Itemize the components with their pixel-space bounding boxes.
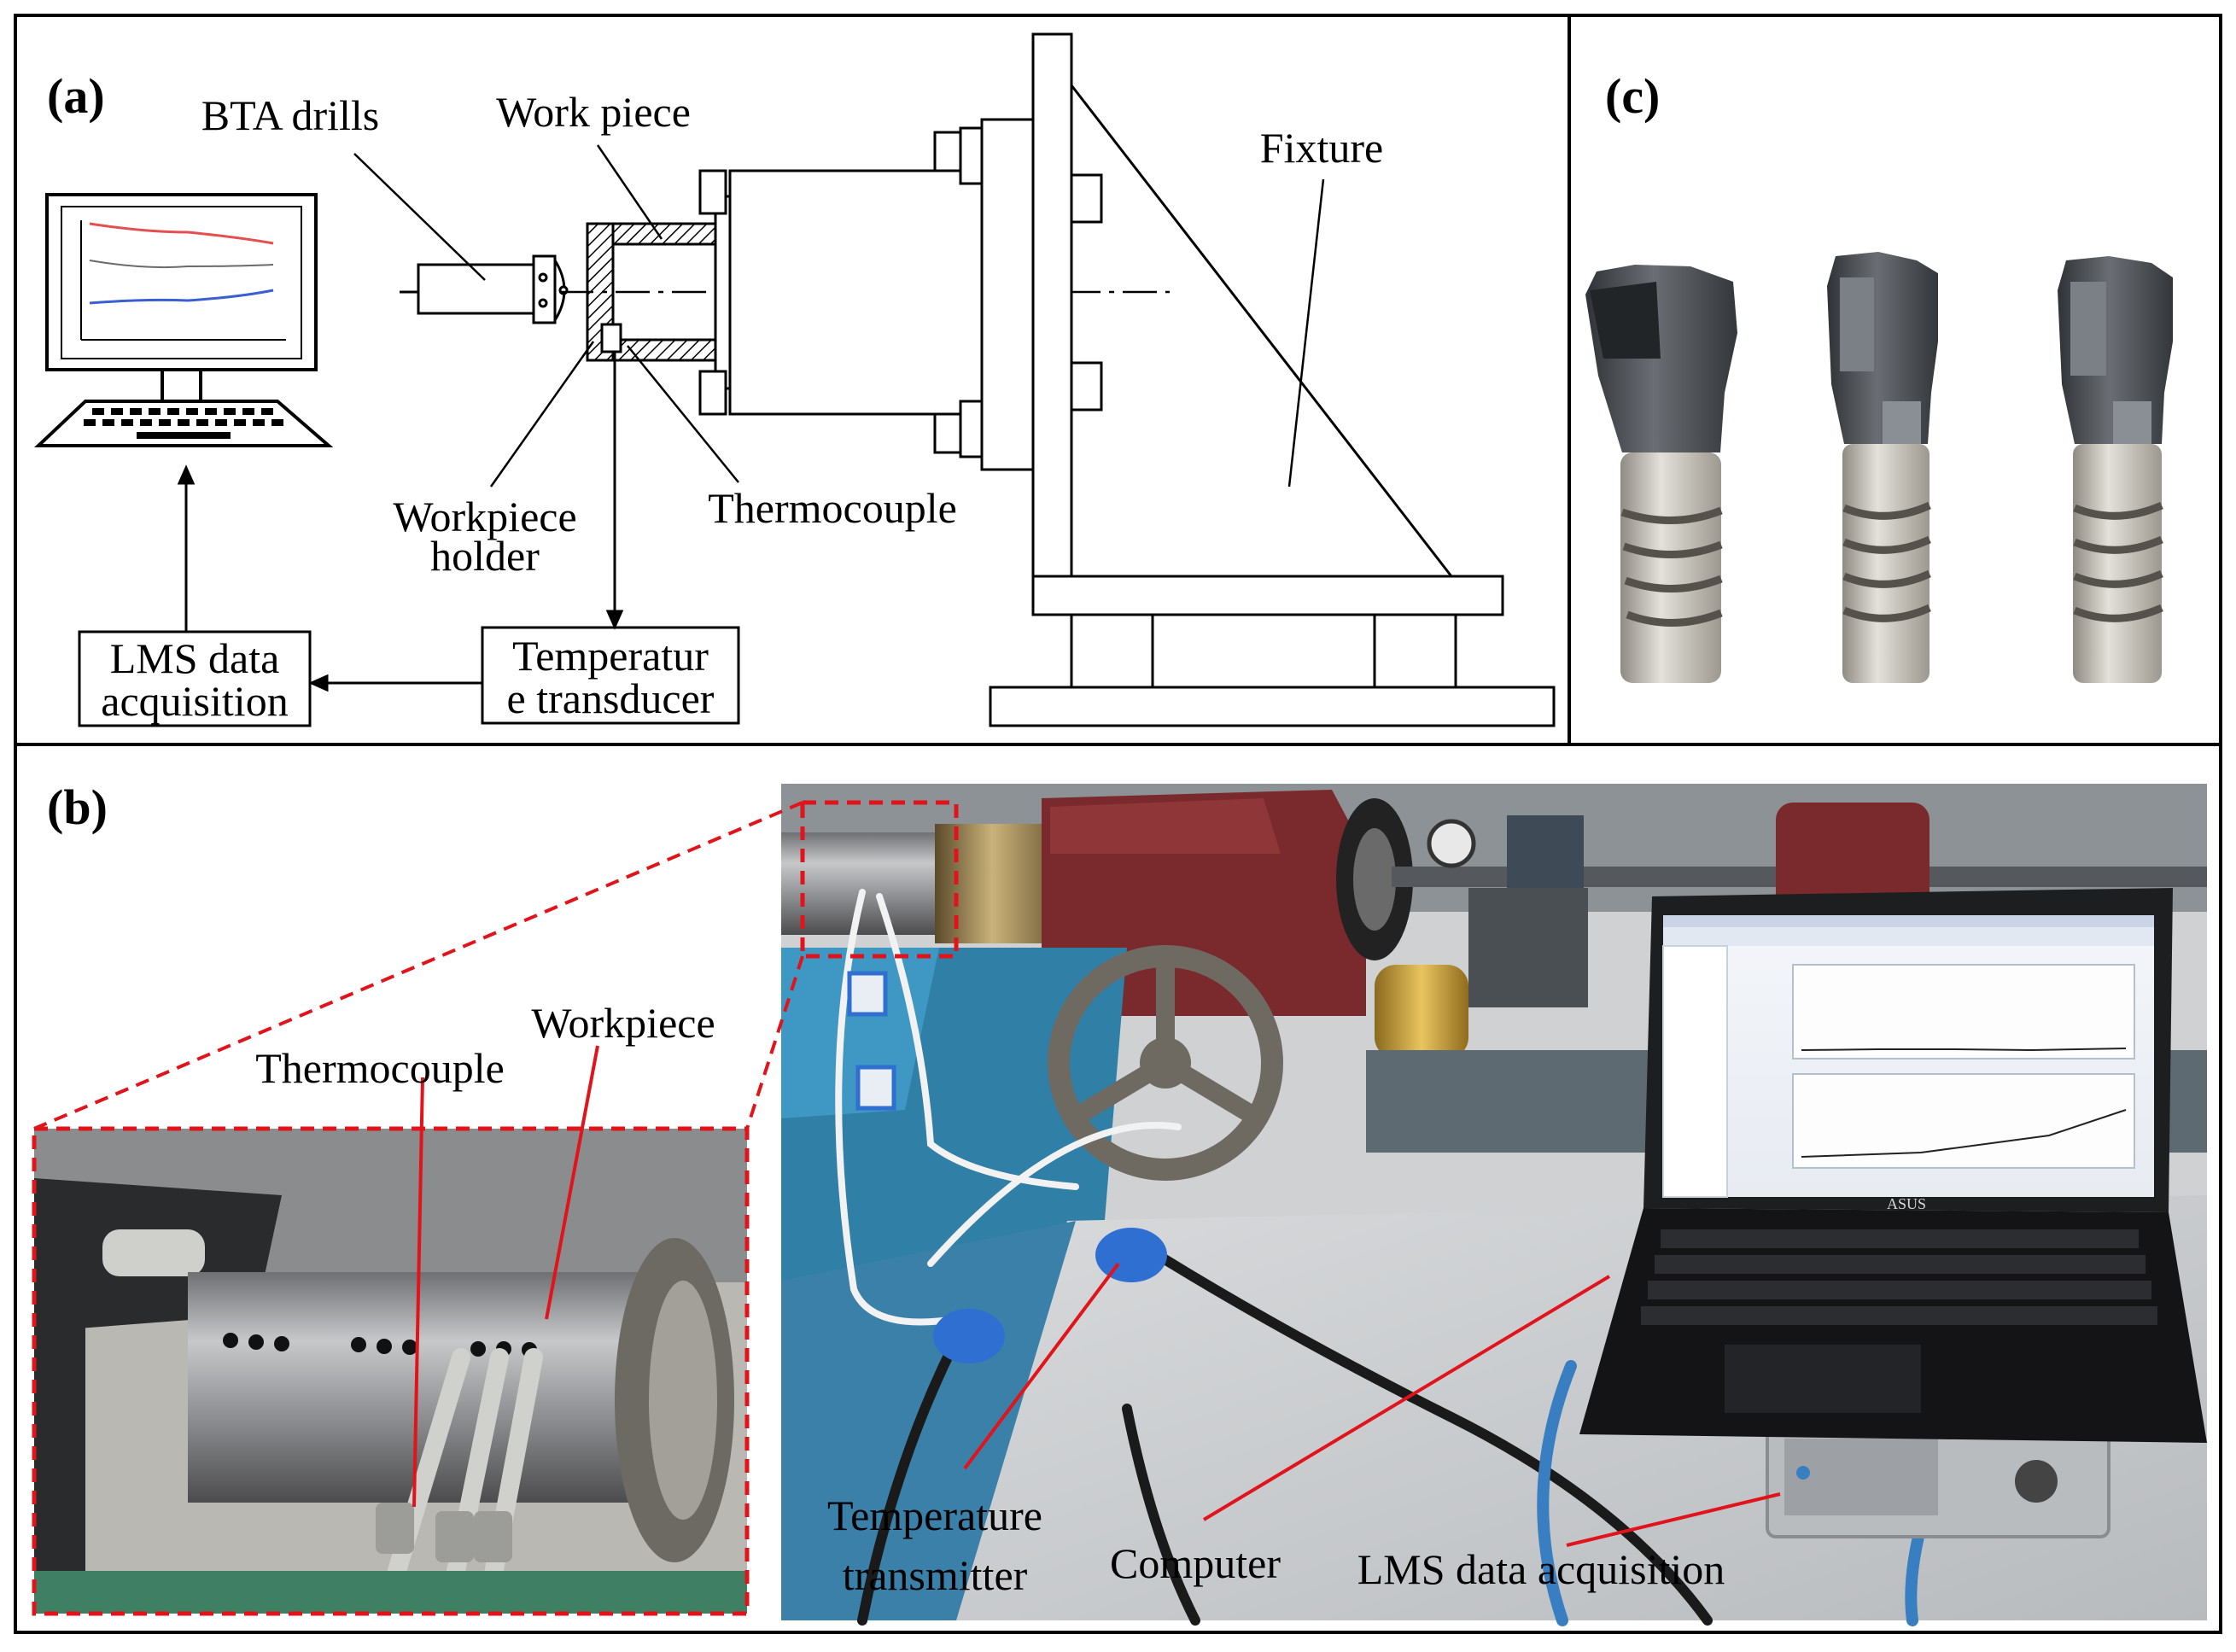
- lms-box-label-1: LMS data: [110, 634, 280, 682]
- laptop-shape: ASUS: [1579, 888, 2207, 1443]
- label-workpiece-holder-1: Workpiece: [393, 493, 576, 540]
- drill-photo-1: [1585, 265, 1737, 683]
- label-workpiece-b: Workpiece: [531, 999, 715, 1047]
- fixture-shape: [989, 32, 1556, 727]
- lms-box-label-2: acquisition: [101, 677, 288, 725]
- computer-monitor-icon: [45, 193, 318, 403]
- inset-photo: [32, 1126, 750, 1616]
- work-piece-shape: [698, 169, 984, 416]
- panel-b: (b): [32, 779, 2207, 1626]
- label-computer: Computer: [1110, 1539, 1281, 1587]
- panel-b-leaders: [412, 1045, 1781, 1547]
- laptop-brand: ASUS: [1887, 1195, 1926, 1212]
- transducer-label-1: Temperatur: [512, 632, 709, 680]
- panel-a-letter: (a): [47, 68, 105, 124]
- label-fixture: Fixture: [1260, 124, 1383, 172]
- panel-c: (c): [1585, 68, 2173, 683]
- label-lms-data-acquisition: LMS data acquisition: [1357, 1545, 1725, 1593]
- panel-a: (a): [33, 32, 1556, 727]
- transducer-label-2: e transducer: [507, 674, 715, 722]
- label-thermocouple-a: Thermocouple: [708, 484, 957, 532]
- label-bta-drills: BTA drills: [201, 91, 380, 139]
- temperature-transmitter-shape: [847, 971, 1167, 1363]
- drill-photo-2: [1827, 252, 1938, 683]
- panel-a-leaders: [353, 144, 1325, 487]
- workpiece-holder-shape: [586, 195, 734, 390]
- arrow-lms-to-computer: [177, 464, 196, 632]
- handwheel-icon: [1048, 945, 1283, 1181]
- bta-drill-shape: [400, 254, 569, 324]
- label-temperature-transmitter-1: Temperature: [827, 1491, 1042, 1539]
- arrow-transducer-to-lms: [308, 674, 482, 692]
- label-thermocouple-b: Thermocouple: [255, 1044, 505, 1092]
- label-work-piece: Work piece: [496, 88, 691, 136]
- arrow-thermocouple-to-transducer: [605, 333, 624, 630]
- temperature-transducer-box: Temperatur e transducer: [481, 626, 740, 725]
- flange-shape: [933, 118, 1103, 471]
- lms-device-shape: [1766, 1416, 2110, 1538]
- zoom-connectors: [33, 801, 804, 1130]
- label-temperature-transmitter-2: transmitter: [843, 1551, 1028, 1599]
- keyboard-icon: [33, 400, 334, 447]
- panel-b-letter: (b): [47, 779, 108, 835]
- lms-box: LMS data acquisition: [78, 630, 312, 727]
- drill-photo-3: [2058, 256, 2173, 683]
- zoom-source-box: [800, 800, 959, 959]
- setup-photo: ASUS: [781, 784, 2207, 1626]
- label-workpiece-holder-2: holder: [430, 532, 540, 580]
- panel-c-letter: (c): [1605, 68, 1660, 124]
- figure-frame: [14, 14, 2222, 1634]
